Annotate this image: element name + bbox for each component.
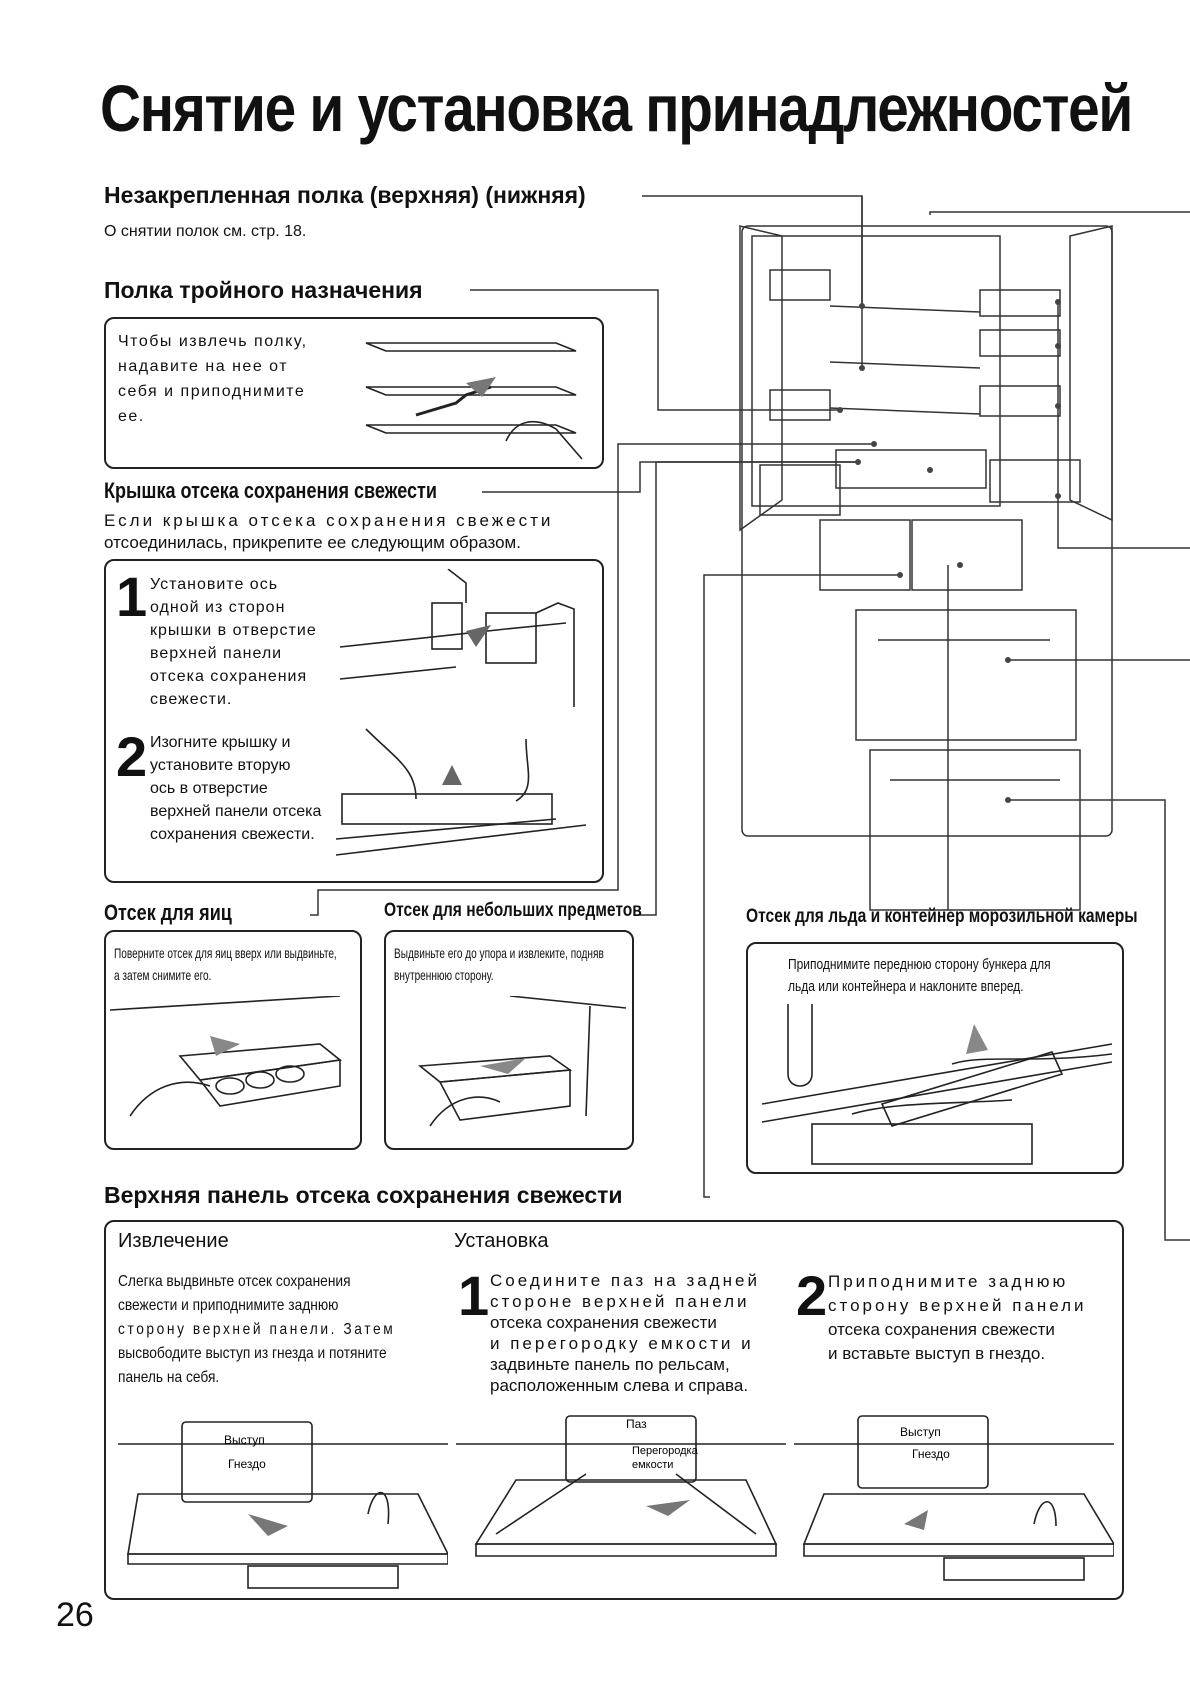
arrow-icon (466, 625, 491, 647)
partition-label: Перегородка (632, 1445, 699, 1457)
install-step2-line: сторону верхней панели (828, 1296, 1087, 1315)
step2-line: сохранения свежести. (150, 826, 315, 843)
protrusion-label: Выступ (900, 1425, 941, 1439)
panel-removal-illustration: Выступ Гнездо (118, 1421, 448, 1589)
panel-install-step2-illustration: Выступ Гнездо (794, 1415, 1114, 1581)
panel-install-step1-illustration: Паз Перегородка емкости (456, 1415, 786, 1557)
egg-tray-box: Поверните отсек для яиц вверх или выдвин… (104, 930, 362, 1150)
removal-line: свежести и приподнимите заднюю (118, 1297, 339, 1314)
install-label: Установка (454, 1230, 549, 1252)
removal-line: Слегка выдвиньте отсек сохранения (118, 1273, 351, 1290)
egg-tray-line: а затем снимите его. (114, 967, 212, 983)
ice-box-line: Приподнимите переднюю сторону бункера дл… (788, 956, 1051, 973)
step-number: 2 (116, 725, 148, 788)
small-items-heading: Отсек для небольших предметов (384, 900, 642, 921)
fresh-cover-intro: Если крышка отсека сохранения свежести (104, 511, 554, 530)
shelf-removal-illustration (365, 342, 583, 460)
fresh-cover-box: 1 Установите ось одной из сторон крышки … (104, 559, 604, 883)
cover-install-illustration (336, 569, 587, 856)
install-step1-line: и перегородку емкости и (490, 1334, 754, 1353)
step1-line: Установите ось (150, 576, 279, 593)
egg-tray-heading: Отсек для яиц (104, 900, 232, 925)
install-step2-line: и вставьте выступ в гнездо. (828, 1344, 1046, 1363)
step1-line: крышки в отверстие (150, 622, 317, 639)
protrusion-label: Выступ (224, 1433, 265, 1447)
install-step1-line: стороне верхней панели (490, 1292, 750, 1311)
partition-label: емкости (632, 1459, 673, 1471)
arrow-icon (646, 1500, 690, 1516)
small-items-line: Выдвиньте его до упора и извлеките, подн… (394, 945, 604, 961)
socket-label: Гнездо (228, 1457, 266, 1471)
step2-line: Изогните крышку и (150, 734, 291, 751)
removal-line: сторону верхней панели. Затем (118, 1321, 396, 1338)
step-number: 1 (116, 565, 148, 628)
groove-label: Паз (626, 1417, 647, 1431)
install-step2-line: отсека сохранения свежести (828, 1320, 1055, 1339)
small-items-box: Выдвиньте его до упора и извлеките, подн… (384, 930, 634, 1150)
small-items-illustration (417, 996, 627, 1127)
ice-box-line: льда или контейнера и наклоните вперед. (788, 978, 1024, 995)
step2-line: верхней панели отсека (150, 803, 322, 820)
triple-shelf-heading: Полка тройного назначения (104, 277, 423, 303)
ice-box-box: Приподнимите переднюю сторону бункера дл… (746, 942, 1124, 1174)
arrow-icon (442, 765, 462, 785)
small-items-line: внутреннюю сторону. (394, 967, 494, 983)
arrow-icon (466, 377, 496, 397)
install-step1-line: Соедините паз на задней (490, 1271, 760, 1290)
step1-line: отсека сохранения (150, 668, 308, 685)
arrow-icon (248, 1514, 288, 1536)
egg-tray-illustration (110, 996, 342, 1117)
socket-label: Гнездо (912, 1447, 950, 1461)
step1-line: свежести. (150, 691, 233, 708)
arrow-icon (966, 1024, 988, 1054)
removal-line: высвободите выступ из гнезда и потяните (118, 1345, 387, 1362)
triple-shelf-line: ее. (118, 408, 145, 425)
step2-line: установите вторую (150, 757, 291, 774)
fresh-panel-box: Извлечение Установка Слегка выдвиньте от… (104, 1220, 1124, 1600)
fresh-cover-heading: Крышка отсека сохранения свежести (104, 478, 437, 503)
ice-box-heading: Отсек для льда и контейнер морозильной к… (746, 906, 1138, 927)
step1-line: одной из сторон (150, 599, 286, 616)
triple-shelf-box: Чтобы извлечь полку, надавите на нее от … (104, 317, 604, 469)
install-step2-line: Приподнимите заднюю (828, 1272, 1069, 1291)
page-title: Снятие и установка принадлежностей (100, 71, 1133, 145)
install-step1-line: расположенным слева и справа. (490, 1376, 749, 1395)
install-step1-line: задвиньте панель по рельсам, (490, 1355, 730, 1374)
fresh-panel-heading: Верхняя панель отсека сохранения свежест… (104, 1182, 623, 1208)
egg-tray-line: Поверните отсек для яиц вверх или выдвин… (114, 945, 337, 961)
step2-line: ось в отверстие (150, 780, 268, 797)
install-step1-line: отсека сохранения свежести (490, 1313, 717, 1332)
page-number: 26 (56, 1596, 94, 1634)
step-number: 2 (796, 1264, 828, 1327)
step1-line: верхней панели (150, 645, 283, 662)
triple-shelf-line: Чтобы извлечь полку, (118, 333, 308, 350)
removal-line: панель на себя. (118, 1369, 220, 1386)
arrow-icon (480, 1058, 526, 1074)
step-number: 1 (458, 1264, 490, 1327)
fresh-cover-intro: отсоединилась, прикрепите ее следующим о… (104, 533, 521, 552)
ice-box-illustration (761, 1004, 1113, 1165)
loose-shelf-note: О снятии полок см. стр. 18. (104, 223, 307, 240)
loose-shelf-heading: Незакрепленная полка (верхняя) (нижняя) (104, 182, 586, 208)
triple-shelf-line: надавите на нее от (118, 358, 289, 375)
removal-label: Извлечение (118, 1230, 229, 1252)
arrow-icon (210, 1036, 240, 1056)
arrow-icon (904, 1510, 928, 1530)
triple-shelf-line: себя и приподнимите (118, 383, 306, 400)
